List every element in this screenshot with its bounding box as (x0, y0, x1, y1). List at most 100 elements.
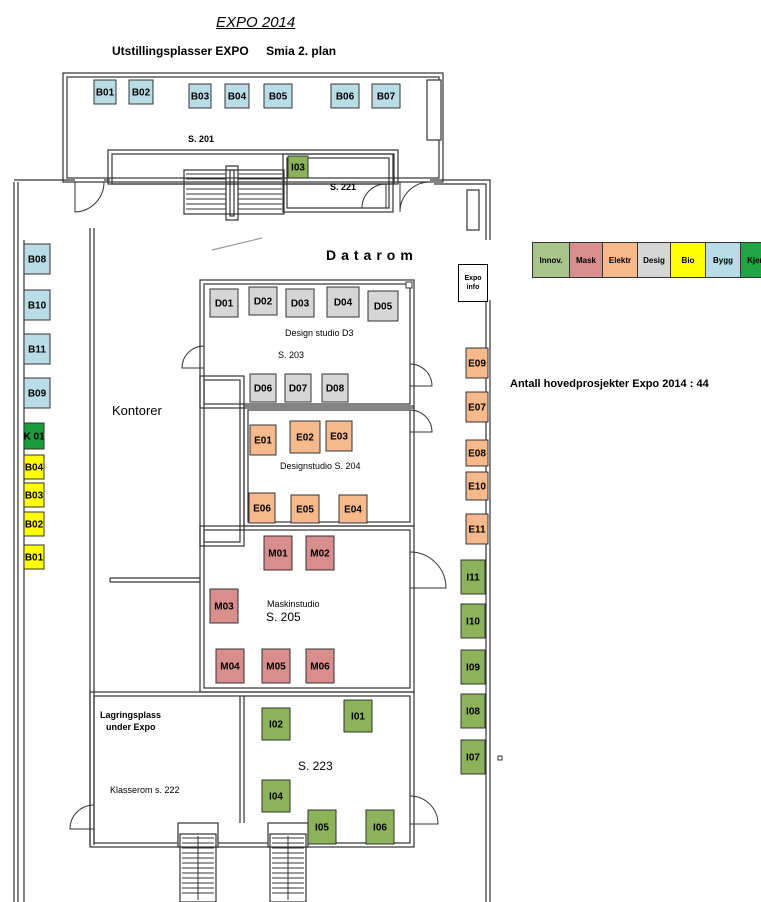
booth-d05-desig[interactable]: D05 (367, 290, 399, 322)
booth-i11-innov[interactable]: I11 (460, 559, 486, 595)
booth-b02-bygg[interactable]: B02 (128, 79, 154, 105)
booth-box (330, 83, 360, 109)
booth-m05-mask[interactable]: M05 (261, 648, 291, 684)
project-count: Antall hovedprosjekter Expo 2014 : 44 (510, 378, 709, 390)
room-s204-wall-inner (247, 409, 411, 523)
booth-m04-mask[interactable]: M04 (215, 648, 245, 684)
booth-label: E10 (468, 482, 486, 493)
booth-d08-desig[interactable]: D08 (321, 373, 349, 403)
booth-box (261, 707, 291, 741)
room-s205-wall-inner (203, 529, 411, 689)
booth-d02-desig[interactable]: D02 (248, 286, 278, 316)
booth-box (465, 439, 489, 467)
booth-b06-bygg[interactable]: B06 (330, 83, 360, 109)
booth-m06-mask[interactable]: M06 (305, 648, 335, 684)
room-label-s205: S. 205 (266, 610, 301, 624)
legend-item-kjemi: Kjemi (741, 243, 761, 277)
room-label-design-s204: Designstudio S. 204 (280, 461, 361, 471)
booth-b01-bygg[interactable]: B01 (93, 79, 117, 105)
booth-label: M03 (214, 602, 234, 613)
booth-box (93, 79, 117, 105)
booth-e04-elektr[interactable]: E04 (338, 494, 368, 524)
booth-d06-desig[interactable]: D06 (249, 373, 277, 403)
booth-i05-innov[interactable]: I05 (307, 809, 337, 845)
booth-box (263, 535, 293, 571)
booth-label: E09 (468, 359, 486, 370)
booth-label: I11 (466, 573, 480, 584)
door-s223 (409, 795, 439, 825)
booth-e10-elektr[interactable]: E10 (465, 471, 489, 501)
booth-e09-elektr[interactable]: E09 (465, 347, 489, 379)
booth-e01-elektr[interactable]: E01 (249, 424, 277, 456)
booth-m02-mask[interactable]: M02 (305, 535, 335, 571)
booth-label: E08 (468, 449, 486, 460)
room-label-klasserom: Klasserom s. 222 (110, 785, 180, 795)
booth-i01-innov[interactable]: I01 (343, 699, 373, 733)
booth-m01-mask[interactable]: M01 (263, 535, 293, 571)
booth-b08-bygg[interactable]: B08 (23, 243, 51, 275)
booth-box (23, 377, 51, 409)
door-s203-right (409, 363, 433, 387)
booth-d01-desig[interactable]: D01 (209, 288, 239, 318)
booth-i04-innov[interactable]: I04 (261, 779, 291, 813)
room-s221-wall-inner (286, 157, 390, 209)
booth-d04-desig[interactable]: D04 (326, 286, 360, 318)
expo-info-box[interactable]: Expo info (458, 264, 488, 302)
booth-i07-innov[interactable]: I07 (460, 739, 486, 775)
booth-i03-innov[interactable]: I03 (287, 155, 309, 179)
shaft-wall-inner (203, 379, 241, 543)
booth-b10-bygg[interactable]: B10 (23, 289, 51, 321)
booth-m03-mask[interactable]: M03 (209, 588, 239, 624)
booth-box (188, 83, 212, 109)
booth-label: B02 (132, 88, 151, 99)
booth-label: I05 (315, 823, 329, 834)
stair-treads (182, 173, 304, 900)
booth-i10-innov[interactable]: I10 (460, 603, 486, 639)
booth-i09-innov[interactable]: I09 (460, 649, 486, 685)
booth-label: M04 (220, 662, 240, 673)
booth-label: E04 (344, 505, 362, 516)
booth-label: B06 (336, 92, 355, 103)
booth-e08-elektr[interactable]: E08 (465, 439, 489, 467)
booth-box (23, 243, 51, 275)
booth-b03-bio[interactable]: B03 (23, 482, 45, 508)
booth-box (23, 289, 51, 321)
booth-label: D04 (334, 298, 353, 309)
category-legend: Innov.MaskElektrDesigBioByggKjemi (532, 242, 761, 278)
booth-label: M06 (310, 662, 330, 673)
subtitle: Utstillingsplasser EXPO Smia 2. plan (112, 44, 350, 58)
booth-b02-bio[interactable]: B02 (23, 511, 45, 537)
room-label-design-d3: Design studio D3 (285, 328, 354, 338)
booth-box (23, 422, 45, 450)
booth-b07-bygg[interactable]: B07 (371, 83, 401, 109)
booth-box (209, 588, 239, 624)
booth-i06-innov[interactable]: I06 (365, 809, 395, 845)
booth-b05-bygg[interactable]: B05 (263, 83, 293, 109)
booth-box (248, 492, 276, 524)
booth-b09-bygg[interactable]: B09 (23, 377, 51, 409)
booth-box (465, 513, 489, 545)
booth-b04-bygg[interactable]: B04 (224, 83, 250, 109)
booth-e03-elektr[interactable]: E03 (325, 420, 353, 452)
stair-bottom-right (269, 833, 307, 902)
booth-e05-elektr[interactable]: E05 (290, 494, 320, 524)
door-s204 (409, 409, 433, 433)
booth-i02-innov[interactable]: I02 (261, 707, 291, 741)
door-s222 (69, 804, 95, 830)
window-hatch-right (466, 189, 480, 231)
booth-d03-desig[interactable]: D03 (285, 288, 315, 318)
booth-box (338, 494, 368, 524)
booth-k01-kjemi[interactable]: K 01 (23, 422, 45, 450)
booth-b03-bygg[interactable]: B03 (188, 83, 212, 109)
booth-box (23, 454, 45, 480)
booth-e07-elektr[interactable]: E07 (465, 391, 489, 423)
booth-e06-elektr[interactable]: E06 (248, 492, 276, 524)
booth-b01-bio[interactable]: B01 (23, 544, 45, 570)
booth-e02-elektr[interactable]: E02 (289, 420, 321, 454)
booth-b04-bio[interactable]: B04 (23, 454, 45, 480)
booth-e11-elektr[interactable]: E11 (465, 513, 489, 545)
booth-d07-desig[interactable]: D07 (284, 373, 312, 403)
booth-b11-bygg[interactable]: B11 (23, 333, 51, 365)
booth-i08-innov[interactable]: I08 (460, 693, 486, 729)
legend-item-elektr: Elektr (603, 243, 638, 277)
